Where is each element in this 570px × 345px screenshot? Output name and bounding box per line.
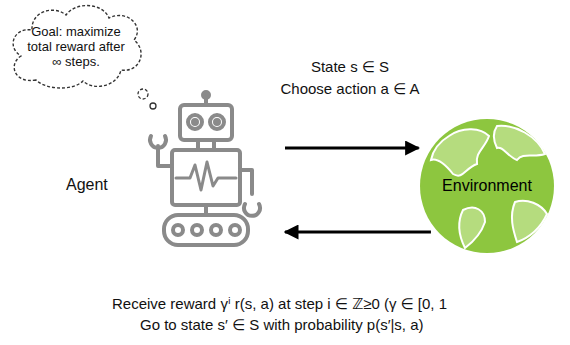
transition-label: Go to state s′ ∈ S with probability p(s′… — [140, 316, 424, 334]
state-label: State s ∈ S — [311, 58, 389, 76]
robot-illustration — [60, 90, 285, 255]
agent-node: Agent — [60, 90, 285, 255]
node-text: Agent — [66, 176, 108, 194]
arrow-connector — [285, 231, 431, 234]
environment-node: Environment — [419, 118, 555, 254]
edge-label: Receive reward γⁱ r(s, a) at step i ∈ ℤ≥… — [112, 295, 447, 313]
thought-cloud-node: Goal: maximize total reward after ∞ step… — [6, 0, 146, 92]
edge-label: Choose action a ∈ A — [281, 80, 420, 98]
node-text: Goal: maximize total reward after ∞ step… — [24, 24, 128, 69]
thought-dot — [138, 89, 148, 99]
node-text: Environment — [419, 177, 555, 195]
arrow-connector — [285, 147, 419, 150]
thought-dot — [150, 103, 156, 109]
